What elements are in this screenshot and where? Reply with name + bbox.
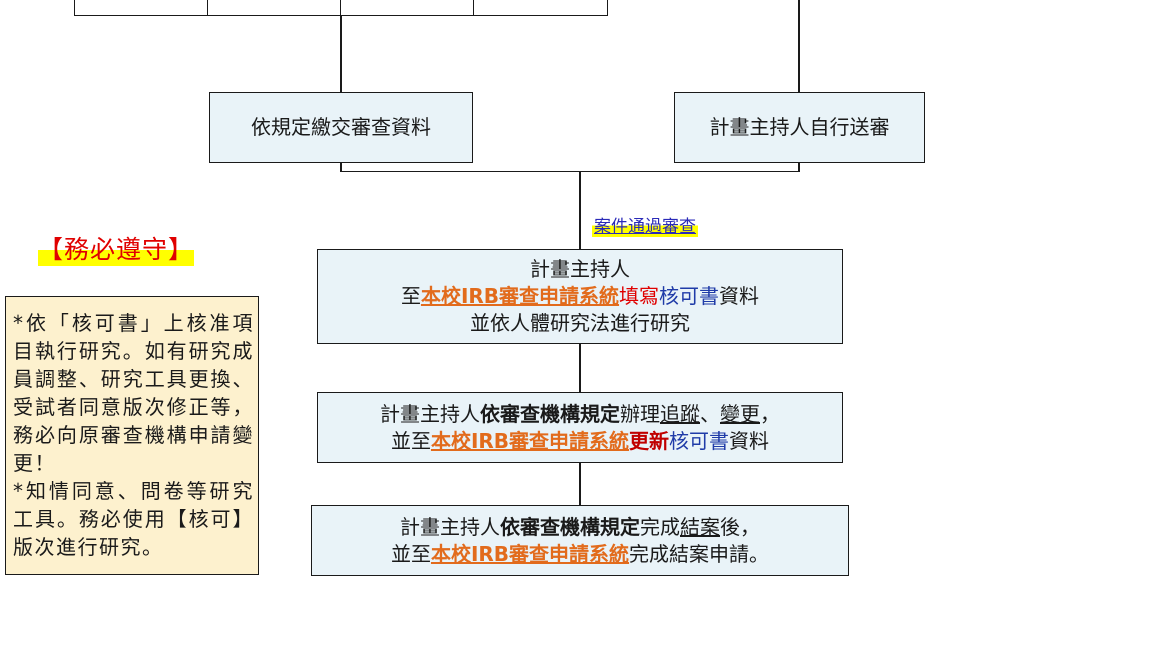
step1-line2: 至本校IRB審查申請系統填寫核可書資料	[401, 283, 759, 310]
step3-suffix: 完成結案申請。	[629, 541, 770, 566]
step2-suffix: 資料	[729, 428, 770, 453]
irb-system-link[interactable]: 本校IRB審查申請系統	[420, 284, 620, 308]
step1-box: 計畫主持人 至本校IRB審查申請系統填寫核可書資料 並依人體研究法進行研究	[317, 249, 843, 344]
review-passed-label: 案件通過審查	[592, 212, 698, 237]
connector-merge-to-step1	[579, 171, 581, 249]
connector-submit-down	[340, 163, 342, 172]
connector-merge	[340, 171, 800, 172]
top-box-cell-1	[74, 0, 208, 16]
top-box-cell-3	[341, 0, 474, 16]
step2-prefix: 並至	[390, 428, 431, 453]
compliance-note-2: *知情同意、問卷等研究工具。務必使用【核可】版次進行研究。	[13, 479, 254, 559]
step1-line1: 計畫主持人	[530, 257, 630, 281]
irb-system-link[interactable]: 本校IRB審查申請系統	[430, 541, 630, 566]
step3-complete: 完成	[640, 514, 680, 539]
step2-change: 變更	[720, 401, 760, 426]
step3-rule: 依審查機構規定	[500, 514, 640, 539]
step2-line1: 計畫主持人依審查機構規定辦理追蹤、變更，	[380, 401, 780, 428]
step1-fill-word: 填寫	[619, 284, 660, 308]
connector-step1-to-step2	[579, 344, 581, 392]
step2-handle: 辦理	[620, 401, 660, 426]
step1-line3: 並依人體研究法進行研究	[470, 311, 690, 335]
connector-table-to-submit	[340, 16, 342, 92]
step3-line1: 計畫主持人依審查機構規定完成結案後，	[400, 514, 760, 541]
irb-system-link[interactable]: 本校IRB審查申請系統	[430, 428, 630, 453]
step3-line2: 並至本校IRB審查申請系統完成結案申請。	[391, 541, 769, 568]
step2-pi: 計畫主持人	[380, 401, 480, 426]
compliance-note-1: *依「核可書」上核准項目執行研究。如有研究成員調整、研究工具更換、受試者同意版次…	[13, 311, 254, 475]
step2-line2: 並至本校IRB審查申請系統更新核可書資料	[391, 428, 769, 455]
step1-suffix: 資料	[719, 284, 760, 308]
connector-step2-to-step3	[579, 463, 581, 505]
self-submit-box: 計畫主持人自行送審	[674, 92, 925, 163]
step1-prefix: 至	[400, 284, 421, 308]
step2-comma: ，	[760, 401, 780, 426]
top-box-cell-4	[474, 0, 608, 16]
top-box-cell-2	[208, 0, 341, 16]
step2-update-word: 更新	[629, 428, 670, 453]
connector-top-to-self	[798, 0, 800, 92]
step2-track: 追蹤	[660, 401, 700, 426]
submit-review-box: 依規定繳交審查資料	[209, 92, 473, 163]
step3-close-case: 結案	[680, 514, 720, 539]
step3-prefix: 並至	[390, 541, 431, 566]
step2-rule: 依審查機構規定	[480, 401, 620, 426]
step3-box: 計畫主持人依審查機構規定完成結案後， 並至本校IRB審查申請系統完成結案申請。	[311, 505, 849, 576]
approval-letter-word: 核可書	[659, 284, 720, 308]
self-submit-text: 計畫主持人自行送審	[709, 115, 890, 139]
step2-box: 計畫主持人依審查機構規定辦理追蹤、變更， 並至本校IRB審查申請系統更新核可書資…	[317, 392, 843, 463]
connector-self-down	[798, 163, 800, 172]
approval-letter-word: 核可書	[669, 428, 730, 453]
compliance-note-box: *依「核可書」上核准項目執行研究。如有研究成員調整、研究工具更換、受試者同意版次…	[5, 296, 259, 575]
step2-sep: 、	[700, 401, 720, 426]
step3-after: 後，	[720, 514, 760, 539]
submit-review-text: 依規定繳交審查資料	[251, 115, 431, 139]
step3-pi: 計畫主持人	[400, 514, 500, 539]
must-comply-title: 【務必遵守】	[38, 230, 195, 266]
